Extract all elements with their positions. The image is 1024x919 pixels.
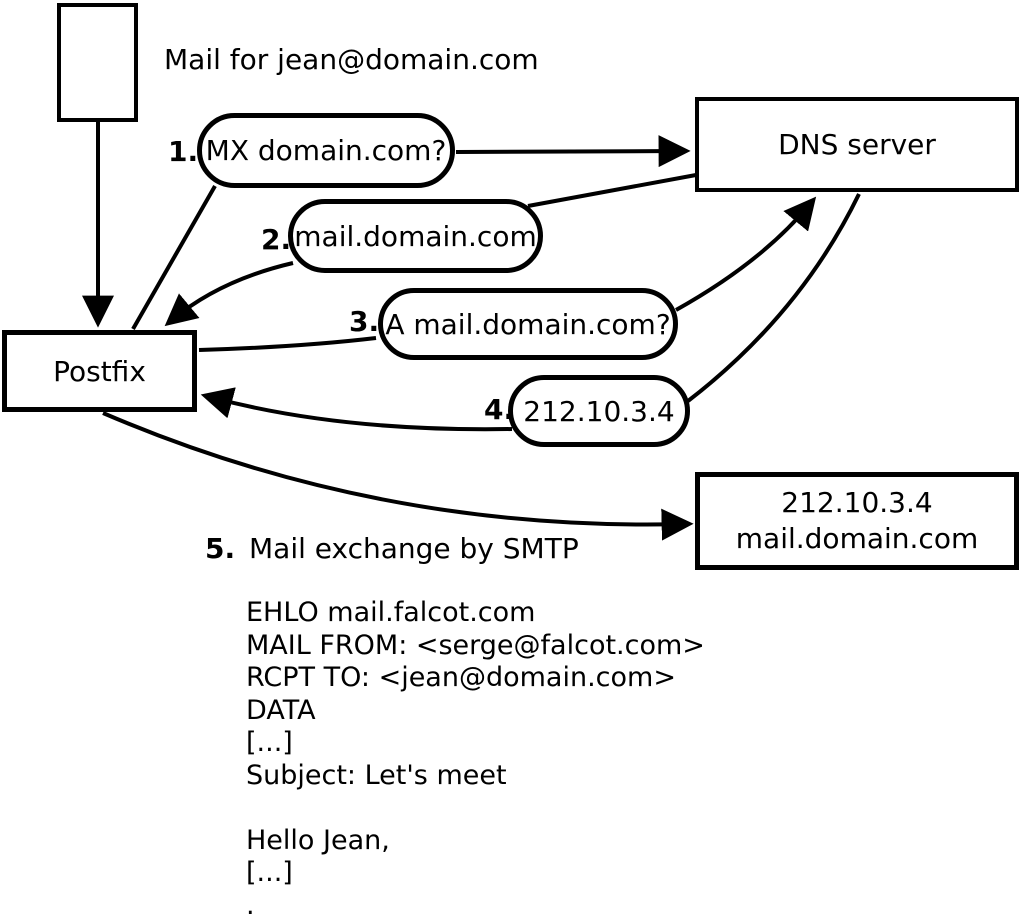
connector-dns-to-answer4: [686, 193, 861, 403]
mail-server-ip: 212.10.3.4: [781, 486, 933, 519]
answer-a-label: 212.10.3.4: [523, 394, 675, 428]
mail-server-box: 212.10.3.4 mail.domain.com: [695, 472, 1019, 570]
query-mx-pill: MX domain.com?: [197, 113, 455, 188]
answer-mx-pill: mail.domain.com: [288, 199, 543, 273]
arrow-answer4-to-postfix: [200, 387, 513, 432]
query-a-label: A mail.domain.com?: [385, 307, 671, 341]
mail-message-box: [57, 3, 138, 122]
step-1-number: 1.: [168, 135, 199, 168]
step-5-label: Mail exchange by SMTP: [249, 532, 579, 565]
smtp-session-text: EHLO mail.falcot.com MAIL FROM: <serge@f…: [246, 597, 705, 919]
dns-server-box: DNS server: [695, 97, 1019, 192]
dns-server-label: DNS server: [778, 128, 936, 161]
connector-postfix-to-query3: [198, 336, 377, 352]
answer-mx-label: mail.domain.com: [294, 219, 537, 253]
connector-dns-to-answer2: [527, 173, 697, 208]
mail-note: Mail for jean@domain.com: [164, 43, 539, 76]
step-3-number: 3.: [349, 305, 380, 338]
mail-server-hostname: mail.domain.com: [735, 522, 979, 555]
step-4-number: 4.: [484, 393, 515, 426]
query-mx-label: MX domain.com?: [205, 134, 447, 167]
arrow-query3-to-dns: [675, 196, 817, 312]
arrow-query1-to-dns: [455, 135, 691, 168]
postfix-box: Postfix: [2, 330, 197, 412]
connector-postfix-to-query1: [131, 185, 217, 330]
step-5-number: 5.: [205, 532, 236, 565]
step-2-number: 2.: [261, 223, 292, 256]
arrow-postfix-to-mailserver: [102, 411, 694, 541]
arrow-answer2-to-postfix: [164, 261, 294, 327]
postfix-label: Postfix: [53, 354, 146, 388]
query-a-pill: A mail.domain.com?: [378, 288, 678, 360]
answer-a-pill: 212.10.3.4: [508, 375, 690, 447]
